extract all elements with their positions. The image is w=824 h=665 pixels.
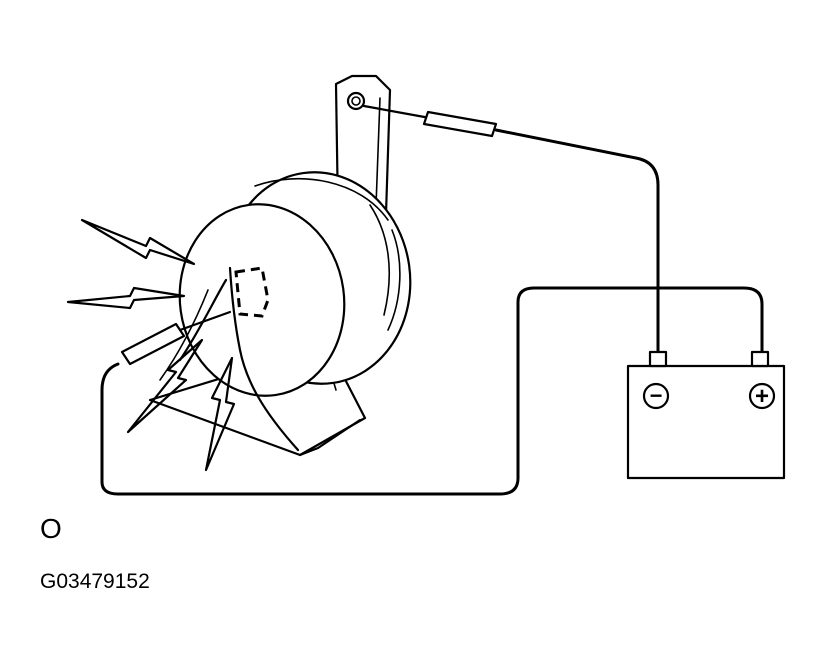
battery-icon: − +: [626, 350, 786, 480]
positive-terminal-icon: [748, 382, 776, 410]
connection-wires: [100, 128, 764, 496]
horn-icon: [159, 171, 412, 452]
test-lead-icon: [120, 104, 498, 366]
negative-terminal-icon: [642, 382, 670, 410]
positive-symbol: +: [755, 383, 769, 410]
figure-id-label: G03479152: [40, 570, 150, 593]
status-code-label: O: [40, 513, 62, 544]
sound-wave-icon: [66, 218, 236, 472]
negative-symbol: −: [650, 383, 663, 408]
